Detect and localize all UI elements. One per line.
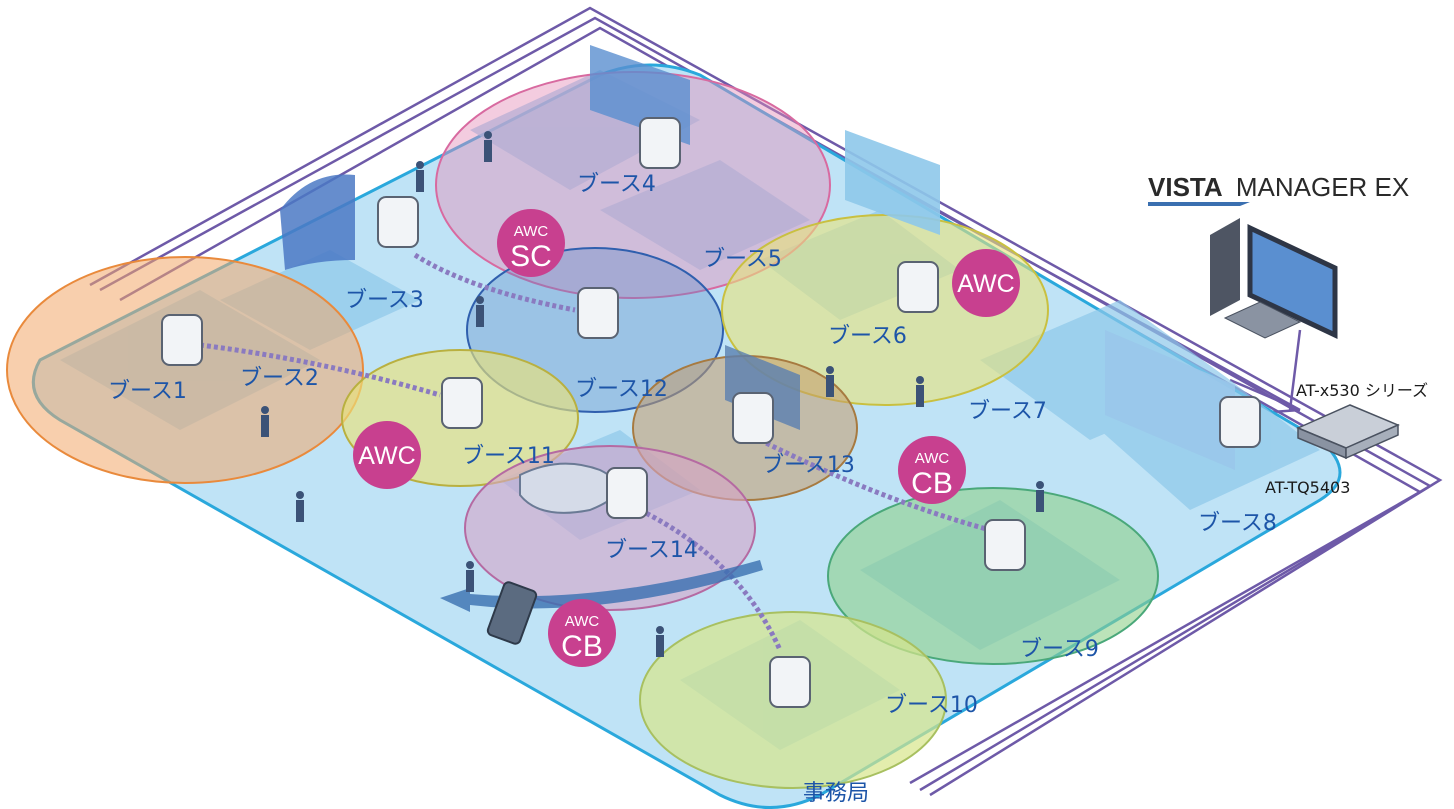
booth-label-8: ブース8 — [1198, 511, 1277, 536]
booth-label-3: ブース3 — [345, 288, 424, 313]
booth-label-11: ブース11 — [462, 444, 555, 469]
brand-bold: VISTA — [1148, 172, 1223, 202]
access-point-icon — [441, 377, 483, 429]
booth-label-10: ブース10 — [885, 693, 978, 718]
access-point-icon — [577, 287, 619, 339]
switch-label: AT-x530 シリーズ — [1296, 381, 1428, 400]
svg-text:SC: SC — [510, 240, 552, 273]
zone-booth9 — [827, 487, 1159, 665]
svg-text:CB: CB — [911, 467, 953, 500]
mesh-links — [199, 252, 991, 652]
svg-text:AWC: AWC — [514, 223, 549, 240]
access-point-icon — [984, 519, 1026, 571]
brand-light: MANAGER EX — [1236, 172, 1409, 202]
svg-text:AWC: AWC — [915, 450, 950, 467]
awc-badge-sc: AWC SC — [497, 209, 565, 277]
svg-text:AWC: AWC — [358, 442, 415, 470]
access-point-icon — [769, 656, 811, 708]
ap-model-label: AT-TQ5403 — [1265, 478, 1350, 497]
svg-text:AWC: AWC — [957, 270, 1014, 298]
access-point-icon — [639, 117, 681, 169]
access-point-icon — [1219, 396, 1261, 448]
svg-text:AWC: AWC — [565, 613, 600, 630]
awc-badge-booth6: AWC — [952, 249, 1020, 317]
zone-booth1 — [6, 256, 364, 484]
booth-label-7: ブース7 — [968, 399, 1047, 424]
svg-text:CB: CB — [561, 630, 603, 663]
office-label: 事務局 — [803, 781, 869, 806]
access-points — [161, 117, 1261, 708]
access-point-icon — [161, 314, 203, 366]
booth-label-6: ブース6 — [828, 324, 907, 349]
awc-badge-booth11: AWC — [353, 421, 421, 489]
access-point-icon — [606, 467, 648, 519]
booth-label-13: ブース13 — [762, 453, 855, 478]
computer-icon — [1210, 218, 1338, 339]
booth-label-5: ブース5 — [703, 247, 782, 272]
awc-badge-cb-center: AWC CB — [898, 436, 966, 504]
access-point-icon — [897, 261, 939, 313]
brand-logo: VISTA MANAGER EX — [1148, 172, 1409, 206]
access-point-icon — [377, 196, 419, 248]
awc-badge-cb-bottom: AWC CB — [548, 599, 616, 667]
tablet-icon — [486, 581, 538, 645]
booth-label-9: ブース9 — [1020, 637, 1099, 662]
wifi-zones — [6, 71, 1159, 789]
svg-text:VISTA MANAGER EX: VISTA MANAGER EX — [1148, 172, 1409, 202]
booth-label-12: ブース12 — [575, 377, 668, 402]
switch-device — [1296, 404, 1400, 460]
booth-label-1: ブース1 — [108, 379, 187, 404]
booth-label-14: ブース14 — [605, 538, 698, 563]
access-point-icon — [732, 392, 774, 444]
booth-label-2: ブース2 — [240, 366, 319, 391]
booth-label-4: ブース4 — [577, 172, 656, 197]
visitors — [261, 131, 1044, 657]
